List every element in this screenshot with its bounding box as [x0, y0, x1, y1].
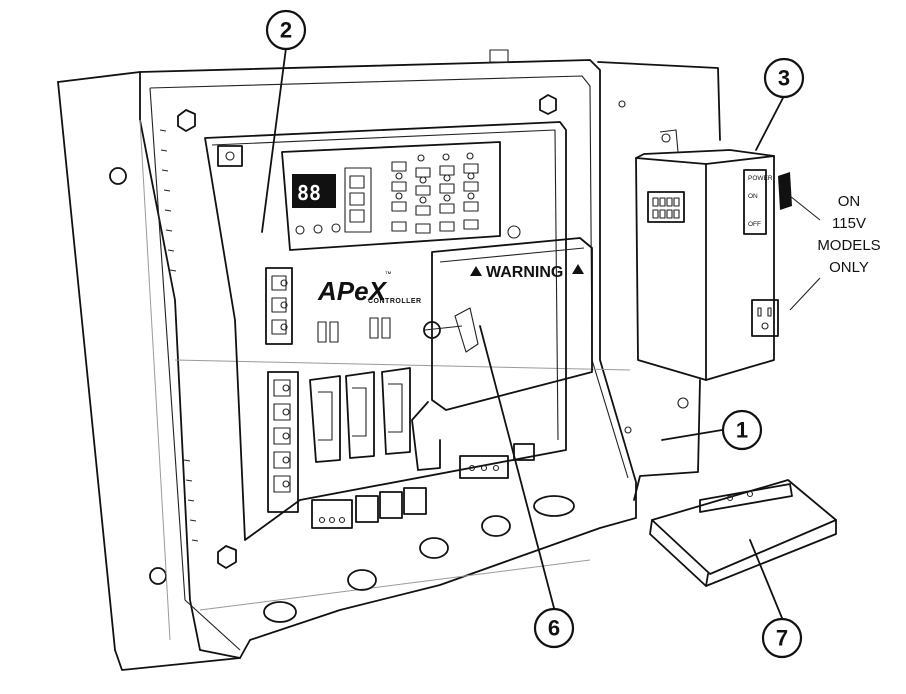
- dip-switch: [647, 191, 685, 223]
- terminal-block-lower: [267, 371, 299, 513]
- callout-1: 1: [721, 409, 763, 451]
- conduit-knockouts: [263, 495, 575, 623]
- rocker-switch[interactable]: [778, 172, 792, 210]
- backplate: [57, 61, 721, 671]
- svg-text:CONTROLLER: CONTROLLER: [368, 298, 422, 305]
- display-panel: 88: [281, 141, 501, 251]
- mounting-tray: [649, 479, 837, 587]
- vent-ticks: [159, 129, 199, 542]
- power-note-line-4: ONLY: [829, 259, 869, 276]
- svg-text:APeX: APeX: [317, 276, 388, 306]
- enclosure: [139, 49, 637, 659]
- power-note-line-3: MODELS: [817, 237, 880, 254]
- power-note-line-2: 115V: [832, 215, 866, 232]
- outlet-receptacle: [751, 299, 779, 337]
- svg-text:OFF: OFF: [748, 221, 761, 228]
- callout-7: 7: [761, 617, 803, 659]
- display-digits: 88: [297, 181, 321, 205]
- bottom-terminals: [311, 443, 535, 529]
- svg-text:6: 6: [548, 616, 560, 641]
- power-box: POWER ON OFF: [635, 129, 792, 381]
- callout-3: 3: [763, 57, 805, 99]
- standoff-nut: [177, 94, 557, 569]
- warning-cover: WARNING: [411, 225, 593, 471]
- apex-logo: APeX ™ CONTROLLER: [317, 271, 422, 306]
- svg-text:7: 7: [776, 626, 788, 651]
- warning-label: WARNING: [470, 264, 584, 281]
- led-button-grid: [391, 152, 479, 234]
- svg-text:2: 2: [280, 18, 292, 43]
- svg-text:1: 1: [736, 418, 748, 443]
- leader-lines: [261, 47, 785, 619]
- power-note: ON 115V MODELS ONLY: [789, 193, 881, 311]
- callout-2: 2: [265, 9, 307, 51]
- control-board: 88: [204, 121, 575, 623]
- svg-text:ON: ON: [748, 193, 758, 200]
- seven-segment-display: [292, 174, 336, 208]
- svg-text:™: ™: [385, 271, 392, 278]
- terminal-block-upper: [265, 267, 293, 345]
- power-switch[interactable]: POWER ON OFF: [743, 169, 792, 235]
- power-note-line-1: ON: [838, 193, 861, 210]
- relays: [309, 367, 411, 463]
- svg-text:3: 3: [778, 66, 790, 91]
- svg-text:POWER: POWER: [748, 175, 773, 182]
- callout-6: 6: [533, 607, 575, 649]
- svg-text:WARNING: WARNING: [486, 264, 563, 281]
